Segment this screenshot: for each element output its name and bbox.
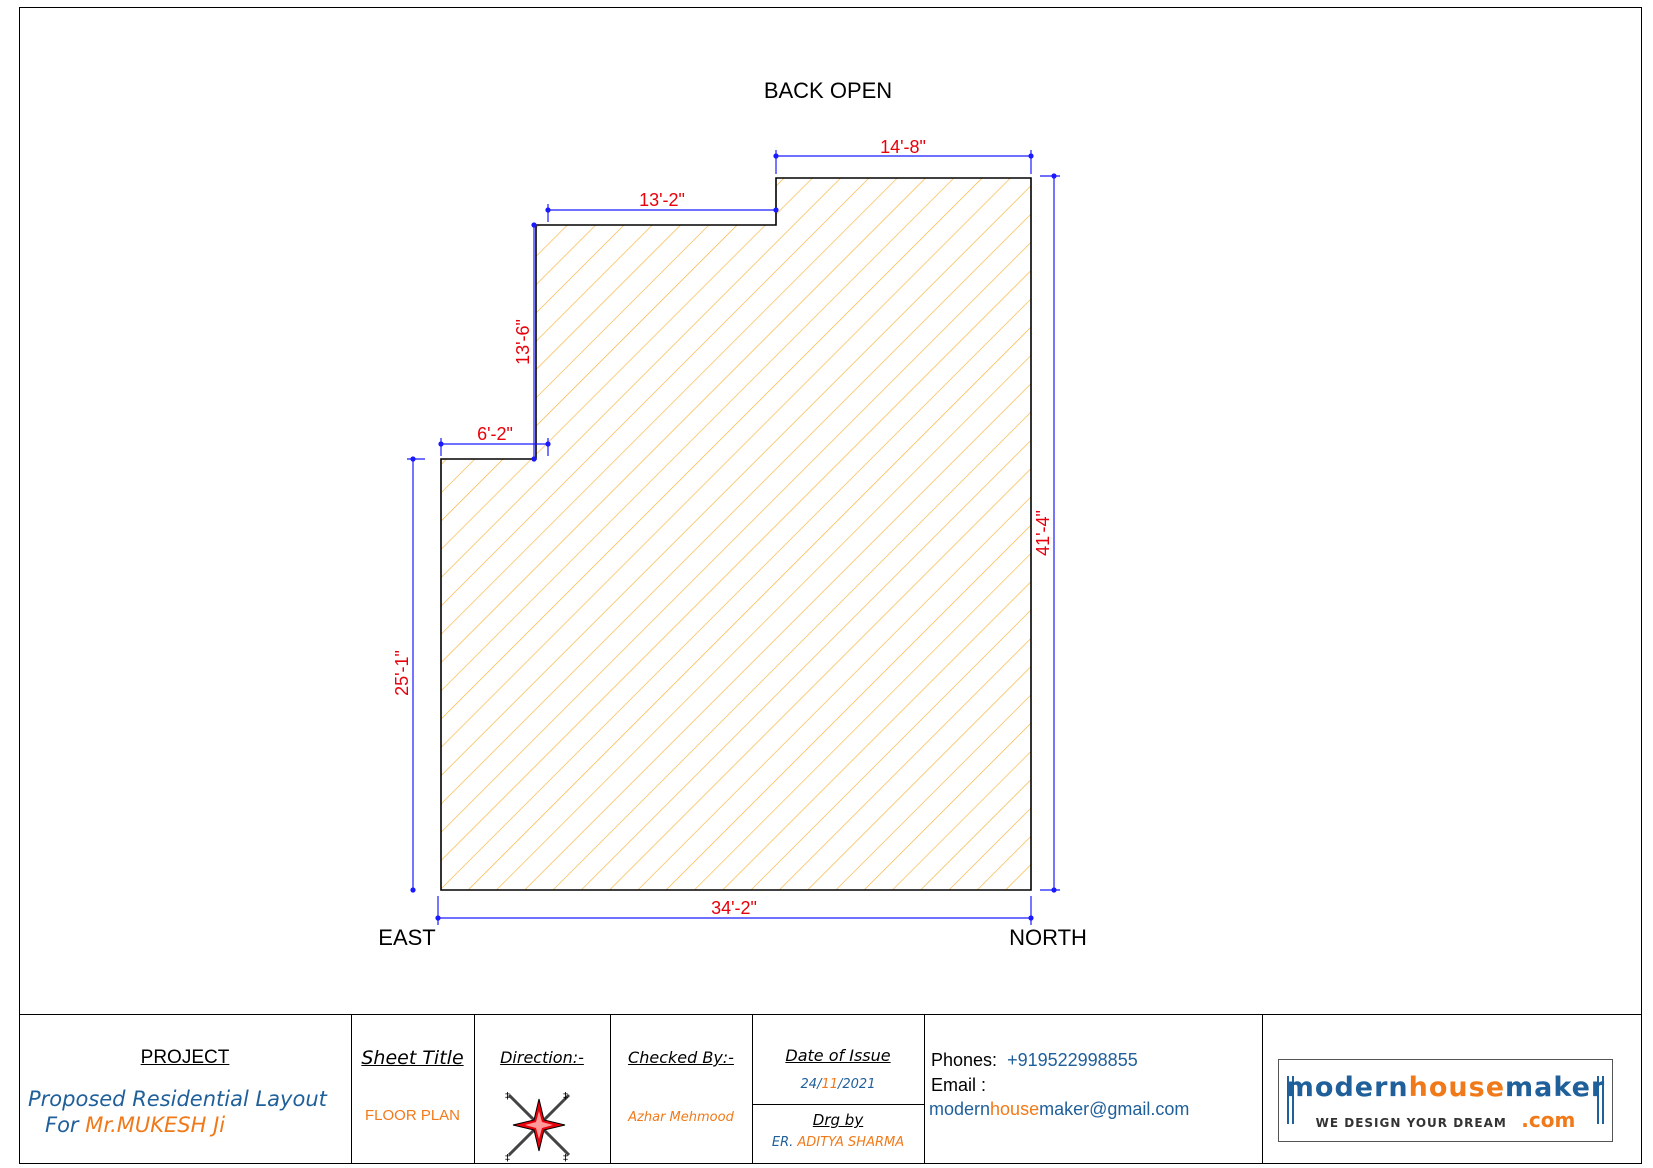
company-logo: modernhousemaker WE DESIGN YOUR DREAM .c… bbox=[1278, 1059, 1613, 1142]
phones-line: Phones: +919522998855 bbox=[931, 1050, 1138, 1071]
svg-text:‡: ‡ bbox=[563, 1153, 568, 1164]
project-client: For Mr.MUKESH Ji bbox=[45, 1113, 225, 1137]
sheet-border bbox=[19, 7, 1642, 1164]
title-divider bbox=[752, 1014, 753, 1164]
logo-part-house: house bbox=[1408, 1072, 1506, 1103]
email-part-modern: modern bbox=[929, 1099, 991, 1119]
project-client-prefix: For bbox=[45, 1113, 86, 1137]
logo-tagline: WE DESIGN YOUR DREAM bbox=[1315, 1116, 1507, 1130]
logo-tagline-row: WE DESIGN YOUR DREAM .com bbox=[1279, 1108, 1612, 1132]
dim-step-left: 6'-2" bbox=[477, 424, 513, 444]
date-day: 24/ bbox=[800, 1077, 822, 1092]
title-divider bbox=[924, 1014, 925, 1164]
dim-top-right: 14'-8" bbox=[880, 137, 926, 157]
drg-by-value: ER. ADITYA SHARMA bbox=[752, 1135, 924, 1150]
date-of-issue-heading: Date of Issue bbox=[785, 1046, 891, 1065]
logo-dot-com: .com bbox=[1521, 1108, 1576, 1132]
checked-by-value: Azhar Mehmood bbox=[628, 1110, 734, 1125]
floor-plan: 14'-8" 13'-2" 6'-2" 13'-6" 41'-4" 25'-1"… bbox=[378, 78, 1087, 950]
plot-outline bbox=[440, 177, 1032, 891]
drg-by-heading: Drg by bbox=[812, 1111, 864, 1129]
svg-text:‡: ‡ bbox=[505, 1091, 510, 1102]
title-divider bbox=[351, 1014, 352, 1164]
project-title: Proposed Residential Layout bbox=[28, 1087, 327, 1111]
date-month: 11 bbox=[821, 1077, 838, 1092]
project-client-name: Mr.MUKESH Ji bbox=[85, 1113, 226, 1137]
project-heading: PROJECT bbox=[140, 1047, 230, 1068]
phones-label: Phones: bbox=[931, 1050, 998, 1070]
direction-north-label: NORTH bbox=[1009, 925, 1087, 950]
logo-part-modern: modern bbox=[1285, 1072, 1409, 1103]
dim-step-height: 13'-6" bbox=[513, 319, 533, 365]
dim-top-mid: 13'-2" bbox=[639, 190, 685, 210]
email-part-rest: maker@gmail.com bbox=[1039, 1099, 1190, 1119]
date-drg-divider bbox=[752, 1104, 924, 1105]
title-divider bbox=[1262, 1014, 1263, 1164]
email-label: Email : bbox=[931, 1075, 987, 1095]
direction-top-label: BACK OPEN bbox=[764, 78, 892, 103]
direction-heading: Direction:- bbox=[500, 1048, 584, 1067]
date-year: /2021 bbox=[838, 1077, 876, 1092]
sheet-title-value: FLOOR PLAN bbox=[364, 1107, 461, 1124]
email-value[interactable]: modernhousemaker@gmail.com bbox=[929, 1099, 1189, 1120]
logo-left-bars bbox=[1287, 1076, 1294, 1124]
title-divider bbox=[474, 1014, 475, 1164]
svg-text:‡: ‡ bbox=[563, 1091, 568, 1102]
dim-right-height: 41'-4" bbox=[1033, 510, 1053, 556]
drg-by-prefix: ER. bbox=[771, 1135, 798, 1150]
phones-value[interactable]: +919522998855 bbox=[1007, 1050, 1138, 1070]
direction-east-label: EAST bbox=[378, 925, 435, 950]
dim-bottom-width: 34'-2" bbox=[711, 898, 757, 918]
title-divider bbox=[610, 1014, 611, 1164]
logo-right-bars bbox=[1597, 1076, 1604, 1124]
email-part-house: house bbox=[990, 1099, 1040, 1119]
checked-by-heading: Checked By:- bbox=[628, 1048, 734, 1067]
sheet-title-heading: Sheet Title bbox=[361, 1047, 464, 1069]
date-of-issue-value: 24/11/2021 bbox=[752, 1077, 924, 1092]
logo-wordmark: modernhousemaker bbox=[1279, 1072, 1612, 1103]
drg-by-name: ADITYA SHARMA bbox=[797, 1135, 905, 1150]
title-block bbox=[19, 1014, 1642, 1164]
logo-part-maker: maker bbox=[1505, 1072, 1606, 1103]
svg-text:‡: ‡ bbox=[505, 1153, 510, 1164]
compass-rose-icon: ‡ ‡ ‡ ‡ bbox=[505, 1091, 571, 1164]
dim-left-height: 25'-1" bbox=[392, 650, 412, 696]
